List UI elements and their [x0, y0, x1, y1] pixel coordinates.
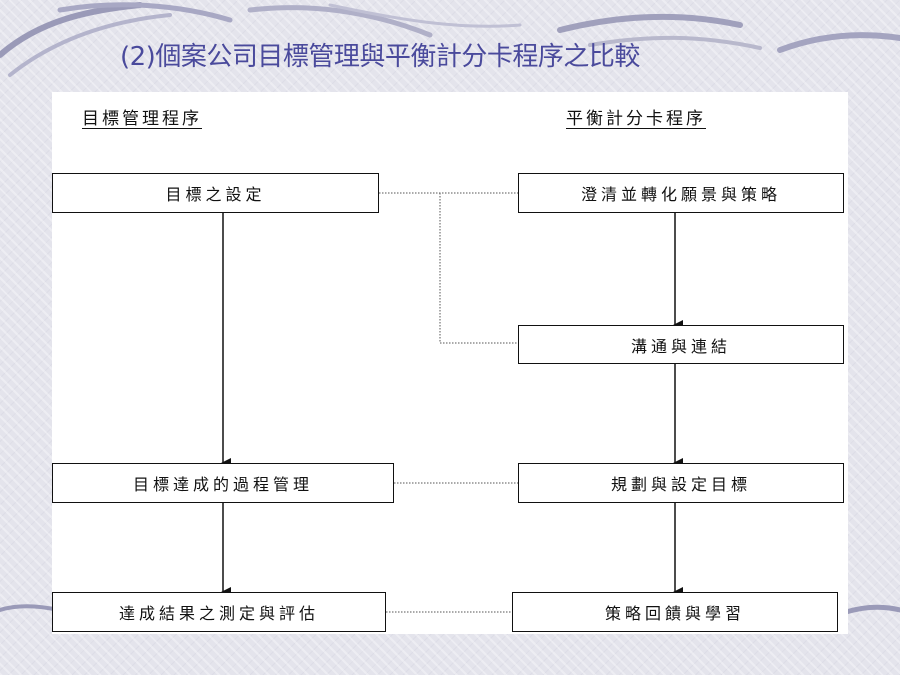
diagram-panel: 目標管理程序 平衡計分卡程序 目標之設定 目標達成的過程管理 達成結果之測定與評… — [52, 92, 848, 634]
connector-lines — [221, 192, 683, 613]
left-step-goal-setting: 目標之設定 — [52, 173, 379, 213]
right-column-heading: 平衡計分卡程序 — [566, 109, 706, 129]
right-step-feedback-learning: 策略回饋與學習 — [512, 592, 838, 632]
decorative-swoosh-top — [0, 2, 900, 77]
right-step-plan-targets: 規劃與設定目標 — [518, 463, 844, 503]
right-step-clarify-vision: 澄清並轉化願景與策略 — [518, 173, 844, 213]
slide-title: (2)個案公司目標管理與平衡計分卡程序之比較 — [120, 42, 640, 72]
left-step-process-management: 目標達成的過程管理 — [52, 463, 394, 503]
right-step-communicate-link: 溝通與連結 — [518, 325, 844, 364]
left-step-result-evaluation: 達成結果之測定與評估 — [52, 592, 386, 632]
left-column-heading: 目標管理程序 — [82, 109, 202, 129]
dotted-link-bracket — [439, 193, 518, 344]
